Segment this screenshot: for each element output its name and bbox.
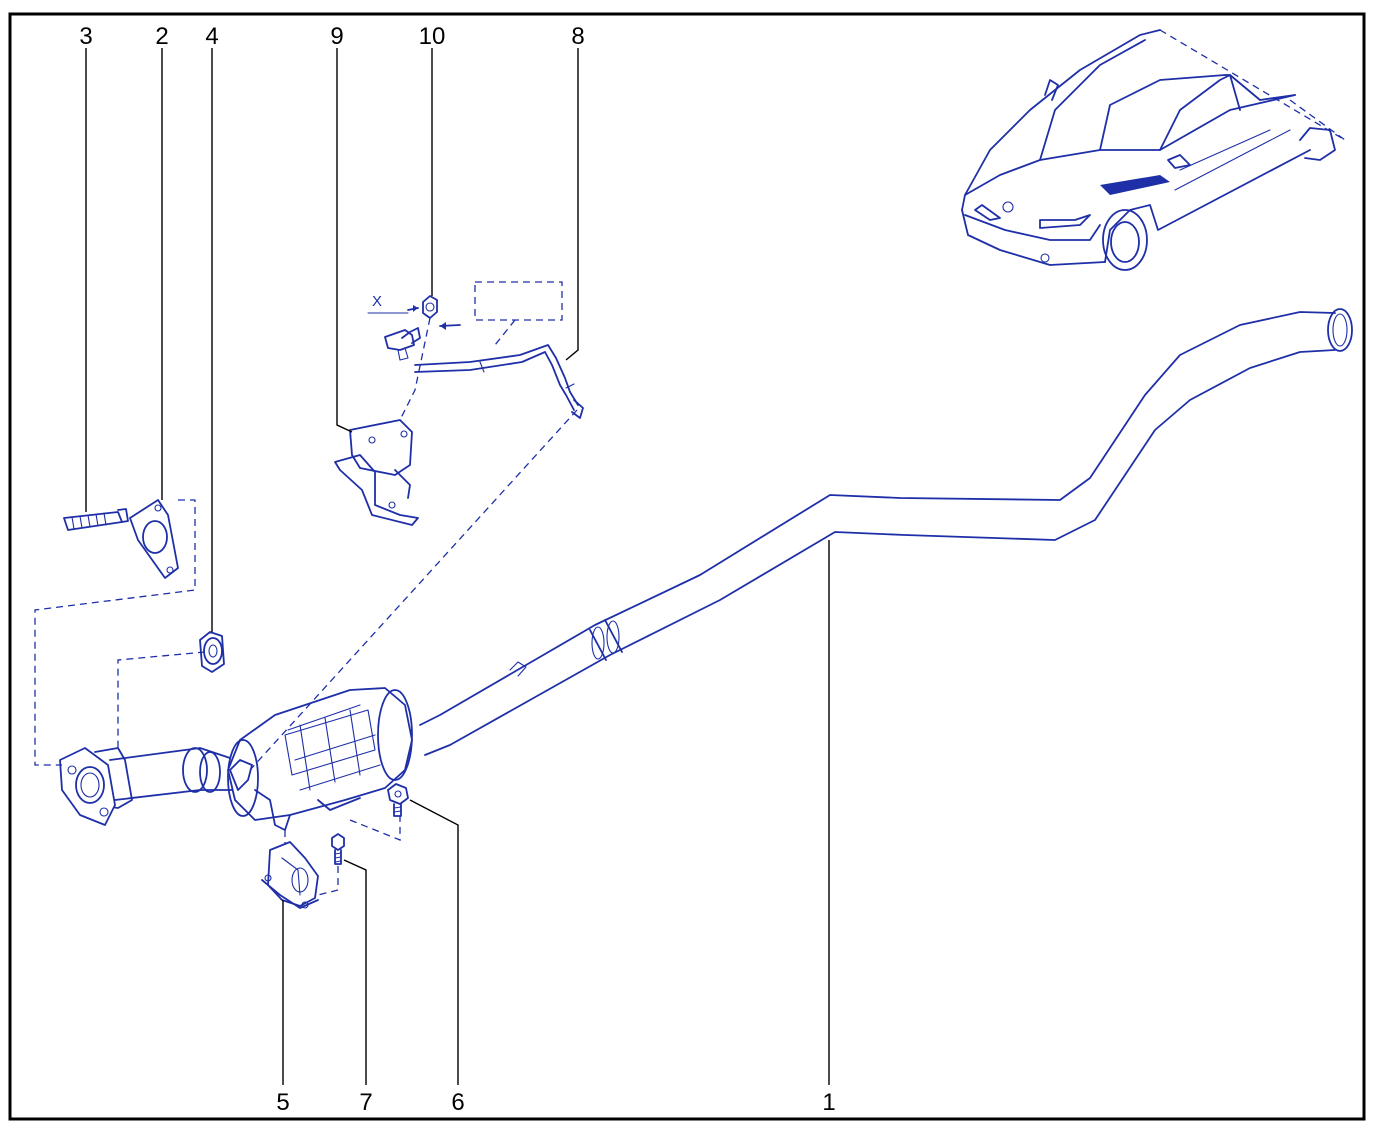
- callout-3: 3: [79, 23, 92, 50]
- dimension-x-label: X: [372, 293, 382, 310]
- callout-9: 9: [330, 23, 343, 50]
- callout-8: 8: [571, 23, 584, 50]
- bolt-part-6: [387, 783, 409, 817]
- bolt-part-7: [331, 833, 345, 865]
- bracket-part-9: [334, 419, 419, 526]
- callout-7: 7: [359, 1089, 372, 1116]
- callout-1: 1: [822, 1089, 835, 1116]
- callout-5: 5: [276, 1089, 289, 1116]
- exhaust-pipe-part-1: [419, 308, 1353, 756]
- mount-part-5: [261, 841, 319, 909]
- assembly-lines: [34, 281, 578, 896]
- catalytic-converter: [59, 687, 413, 831]
- callout-4: 4: [205, 23, 218, 50]
- pressure-pipe-part-8: [414, 344, 584, 419]
- callout-2: 2: [155, 23, 168, 50]
- stud-part-3: [63, 508, 129, 531]
- gasket-part-2: [129, 499, 179, 579]
- callout-6: 6: [451, 1089, 464, 1116]
- diagram-frame: [8, 12, 1366, 1121]
- callout-10: 10: [419, 23, 446, 50]
- callout-labels: 3 2 4 9 10 8 5 7 6 1: [79, 23, 835, 1116]
- nut-part-4: [199, 631, 225, 673]
- callout-leaders: [85, 48, 830, 1085]
- sensor-part-10: X: [367, 293, 461, 361]
- car-locator-icon: [961, 29, 1346, 271]
